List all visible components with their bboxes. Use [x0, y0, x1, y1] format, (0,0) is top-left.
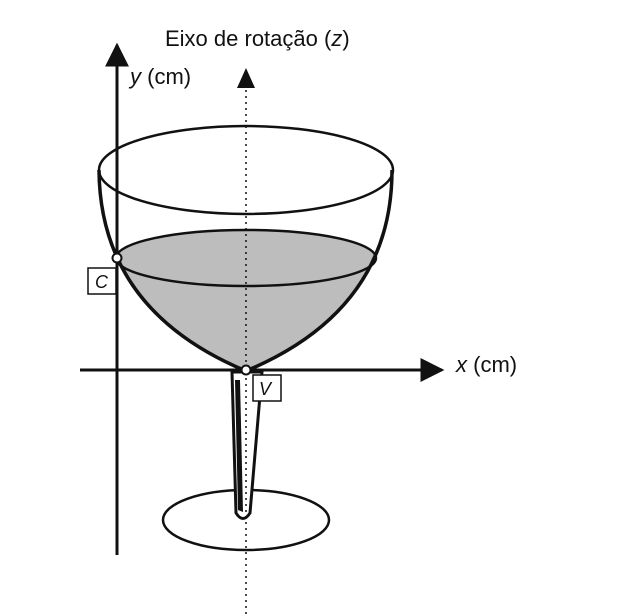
point-v-marker — [240, 364, 252, 376]
rotation-axis-label: Eixo de rotação (z) — [165, 26, 350, 51]
point-c-marker — [111, 252, 123, 264]
goblet-stem-shade — [235, 380, 243, 512]
rotation-axis-arrowhead — [237, 68, 255, 88]
x-axis-label: x (cm) — [455, 352, 517, 377]
point-c-label: C — [95, 272, 109, 292]
point-c-box — [87, 267, 117, 295]
y-axis-label: y (cm) — [128, 64, 191, 89]
point-v-box — [252, 374, 282, 402]
point-v-label: V — [259, 379, 273, 399]
